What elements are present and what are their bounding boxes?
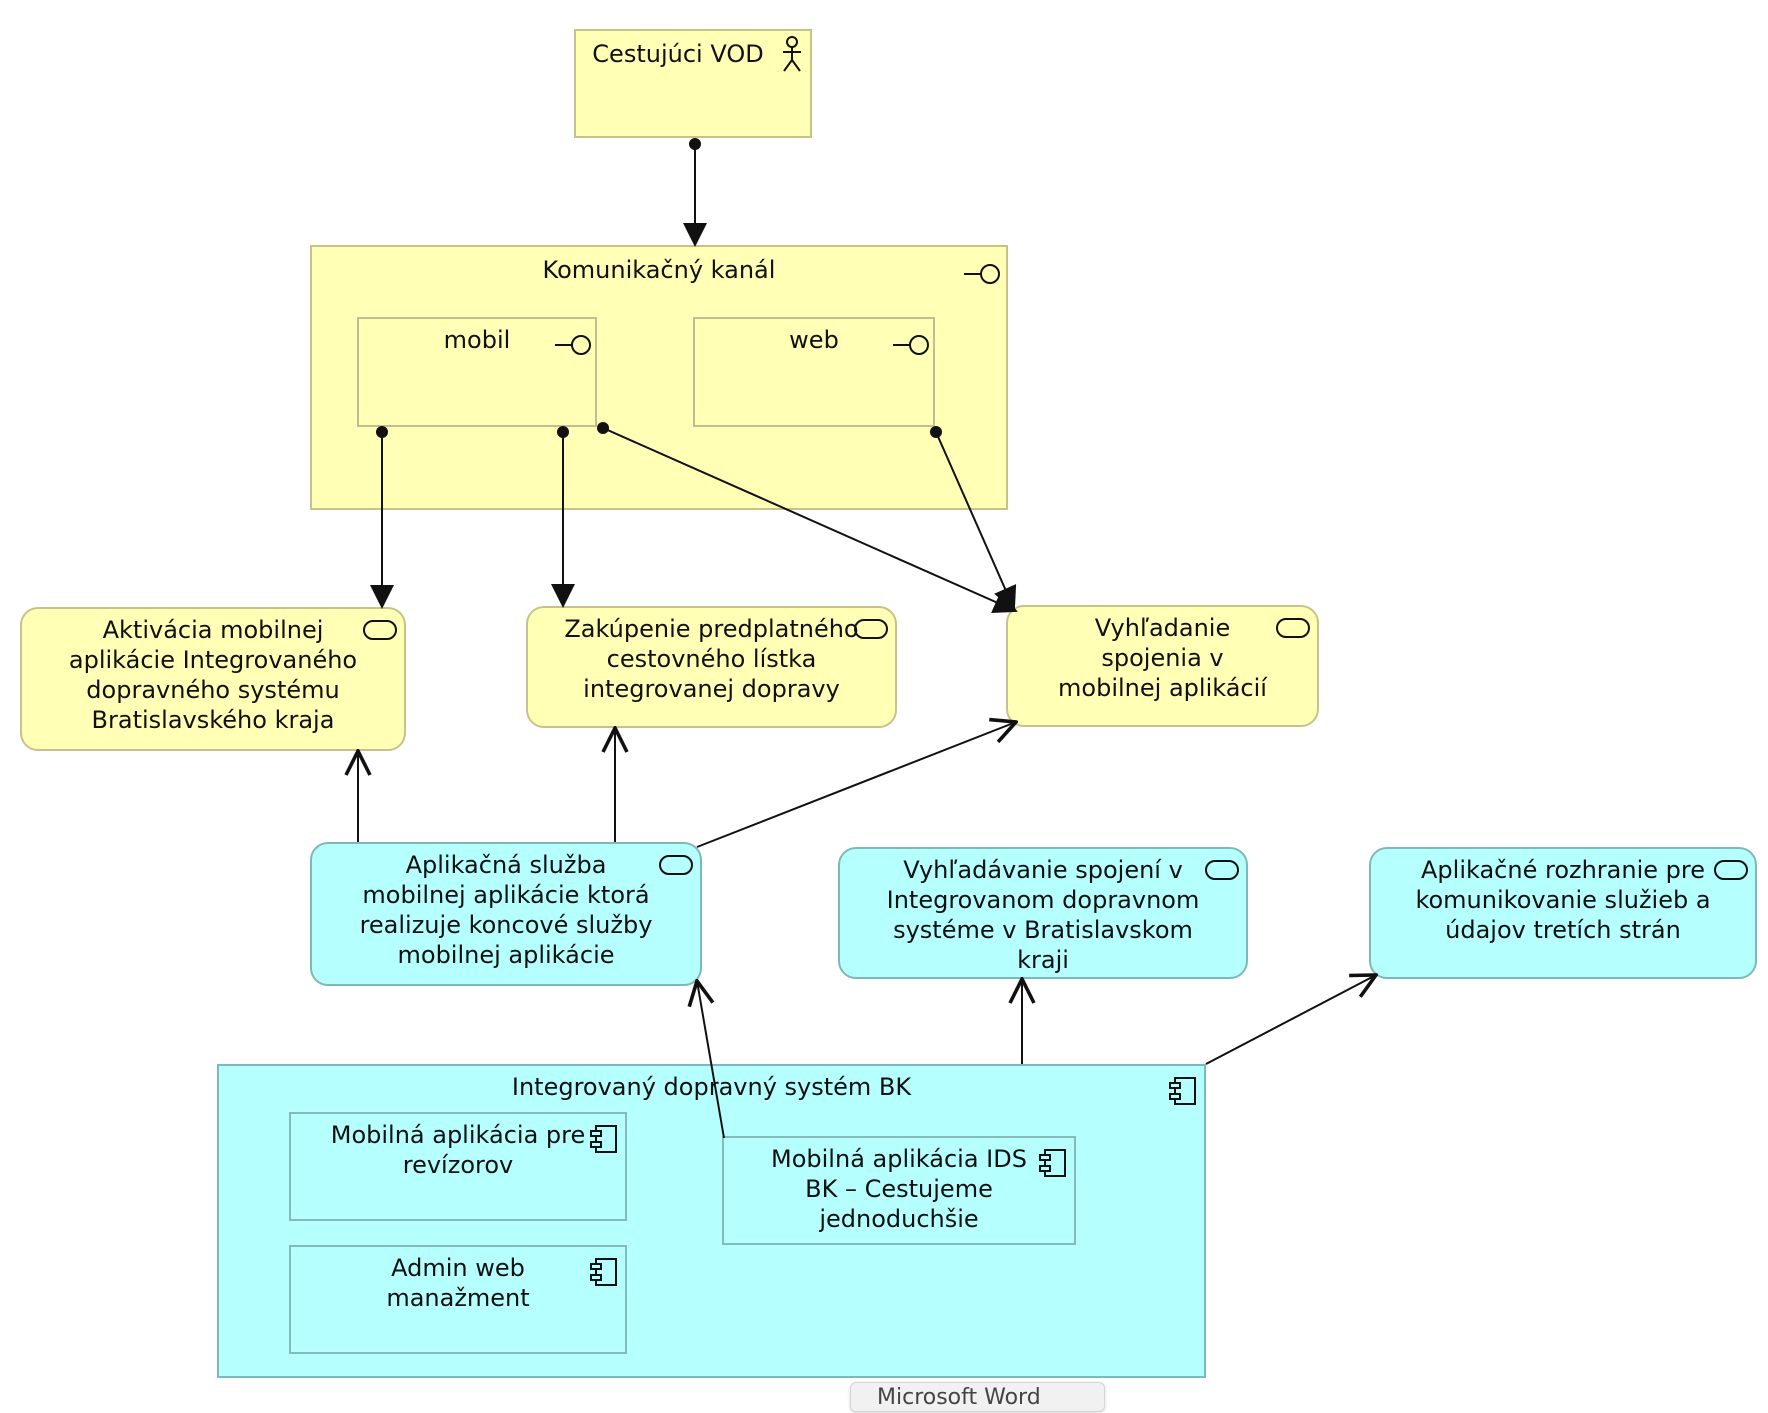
edge-mobil-to-aktivacia — [370, 426, 394, 609]
service-icon — [1714, 860, 1748, 880]
application-service-label: Aplikačná služba mobilnej aplikácie ktor… — [359, 851, 653, 969]
edge-web-to-vyhladanie — [930, 426, 1017, 611]
edge-actor-to-channel — [683, 138, 707, 247]
business-service-label: Zakúpenie predplatného cestovného lístka… — [564, 615, 859, 703]
interface-icon — [555, 335, 591, 355]
application-service-label: Aplikačné rozhranie pre komunikovanie sl… — [1415, 856, 1711, 944]
component-label: Mobilná aplikácia IDS BK – Cestujeme jed… — [771, 1145, 1027, 1233]
actor-label: Cestujúci VOD — [592, 40, 764, 68]
business-service-aktivacia[interactable]: Aktivácia mobilnej aplikácie Integrované… — [20, 607, 406, 751]
actor-cestujuci-vod[interactable]: Cestujúci VOD — [574, 29, 812, 138]
edge-mobil-to-zakupenie — [551, 426, 575, 608]
edge-appservice-to-vyhladanie — [696, 722, 1016, 848]
edge-ids-app-to-appservice — [697, 981, 725, 1139]
business-service-vyhladanie[interactable]: Vyhľadanie spojenia v mobilnej aplikácií — [1006, 605, 1319, 727]
application-service-vyhladavanie[interactable]: Vyhľadávanie spojení v Integrovanom dopr… — [838, 847, 1248, 979]
component-icon — [1039, 1149, 1066, 1177]
channel-label: Komunikačný kanál — [542, 256, 776, 284]
component-admin-web-manazment[interactable]: Admin web manažment — [289, 1245, 627, 1354]
service-icon — [659, 855, 693, 875]
application-service-label: Vyhľadávanie spojení v Integrovanom dopr… — [886, 856, 1200, 974]
service-icon — [363, 620, 397, 640]
actor-icon — [783, 36, 801, 72]
interface-web[interactable]: web — [693, 317, 935, 427]
service-icon — [1276, 618, 1310, 638]
mobil-label: mobil — [443, 326, 511, 354]
component-label: Mobilná aplikácia pre revízorov — [330, 1121, 586, 1179]
edge-system-to-rozhranie — [1205, 975, 1376, 1065]
component-mobilna-aplikacia-ids-bk[interactable]: Mobilná aplikácia IDS BK – Cestujeme jed… — [722, 1136, 1076, 1245]
component-icon — [1169, 1077, 1196, 1105]
component-mobilna-aplikacia-revizorov[interactable]: Mobilná aplikácia pre revízorov — [289, 1112, 627, 1221]
web-label: web — [789, 326, 839, 354]
component-icon — [590, 1258, 617, 1286]
service-icon — [1205, 860, 1239, 880]
interface-icon — [964, 264, 1000, 284]
application-service-rozhranie[interactable]: Aplikačné rozhranie pre komunikovanie sl… — [1369, 847, 1757, 979]
business-service-label: Vyhľadanie spojenia v mobilnej aplikácií — [1058, 614, 1267, 702]
business-service-zakupenie[interactable]: Zakúpenie predplatného cestovného lístka… — [526, 606, 897, 728]
business-service-label: Aktivácia mobilnej aplikácie Integrované… — [68, 616, 358, 734]
component-icon — [590, 1125, 617, 1153]
interface-icon — [893, 335, 929, 355]
component-label: Admin web manažment — [386, 1254, 530, 1312]
tooltip-popup: Microsoft Word — [850, 1382, 1105, 1412]
application-service-mobilna[interactable]: Aplikačná služba mobilnej aplikácie ktor… — [310, 842, 702, 986]
service-icon — [854, 619, 888, 639]
interface-mobil[interactable]: mobil — [357, 317, 597, 427]
system-label: Integrovaný dopravný systém BK — [511, 1073, 912, 1101]
edge-mobil-to-vyhladanie — [597, 422, 1018, 614]
